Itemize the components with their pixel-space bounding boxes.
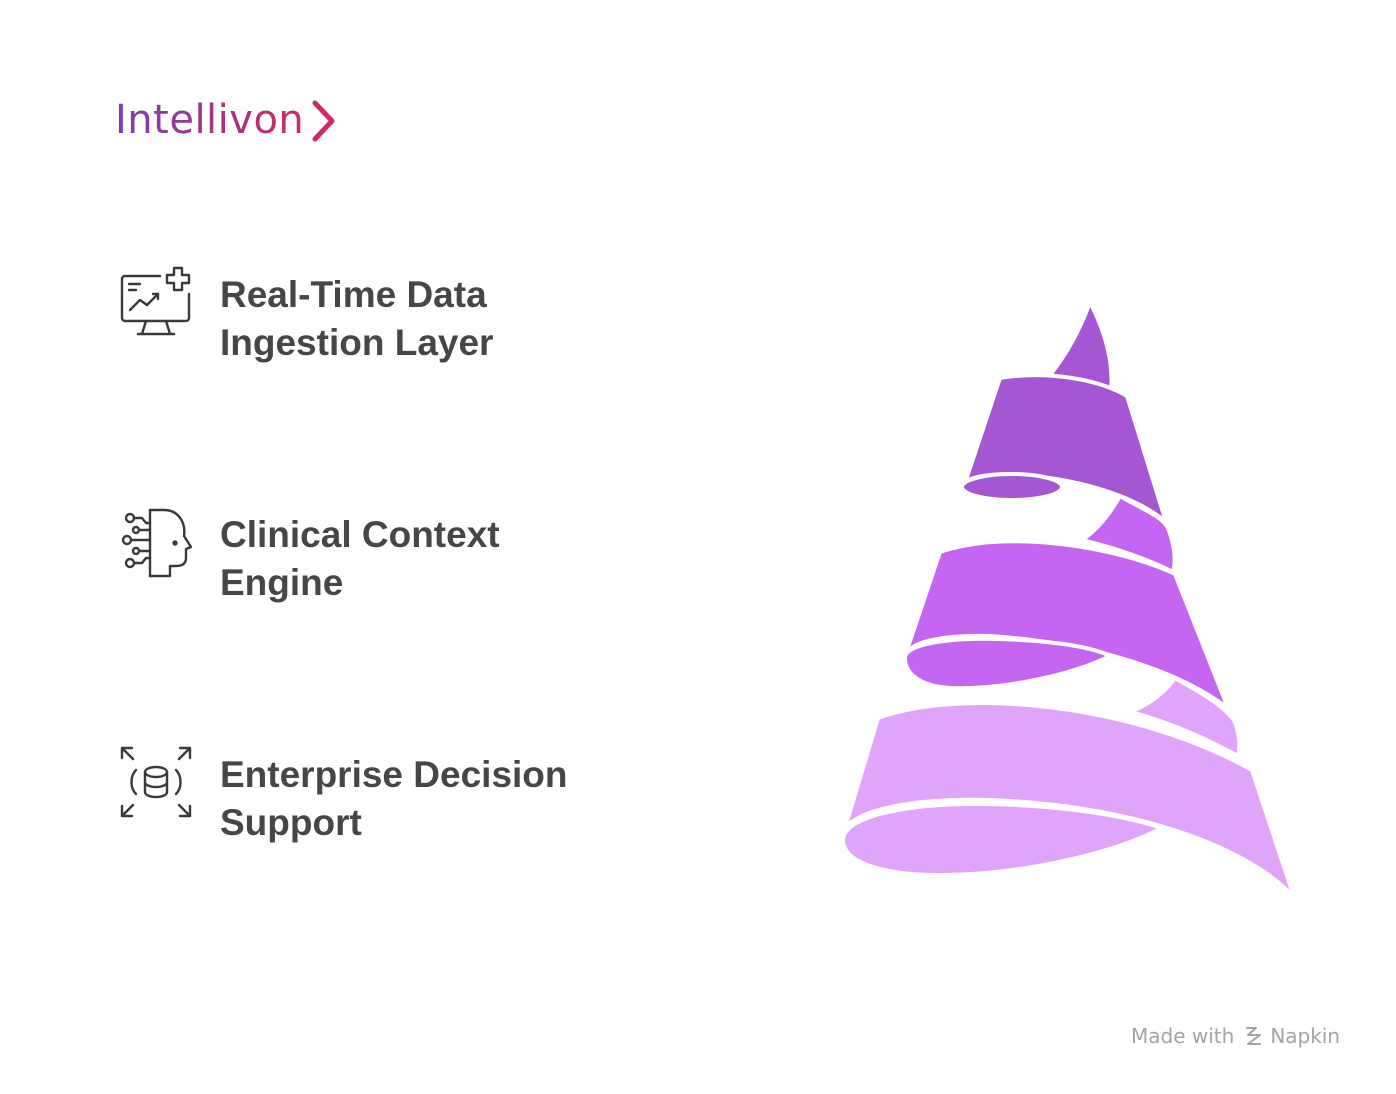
item-label: Enterprise Decision Support [220,754,568,843]
napkin-logo-icon [1246,1027,1262,1045]
made-with-text: Made with [1131,1024,1235,1048]
cone-tier-1-lip [960,472,1064,502]
napkin-brand-text: Napkin [1270,1024,1341,1048]
list-item-clinical-context: Clinical Context Engine [120,506,500,603]
brand-logo: Intellivon [115,92,338,148]
list-item-real-time-data: Real-Time Data Ingestion Layer [120,266,493,363]
item-label: Clinical Context Engine [220,514,500,603]
list-item-enterprise-decision: Enterprise Decision Support [120,746,568,843]
chevron-right-icon [312,100,335,142]
monitor-chart-plus-icon [120,266,191,336]
cone-connector-1 [1080,494,1177,574]
footer-made-with: Made with Napkin [1131,1024,1340,1048]
cone-tier-3-lip [841,802,1164,878]
database-expand-icon [120,746,192,818]
ai-head-circuit-icon [121,508,192,578]
cone-connector-2 [1128,676,1242,758]
cone-tier-2 [903,539,1230,710]
item-label: Real-Time Data Ingestion Layer [220,274,494,363]
cone-tier-3 [843,701,1296,899]
cone-tier-2-lip [903,636,1112,691]
brand-name: Intellivon [115,92,304,148]
